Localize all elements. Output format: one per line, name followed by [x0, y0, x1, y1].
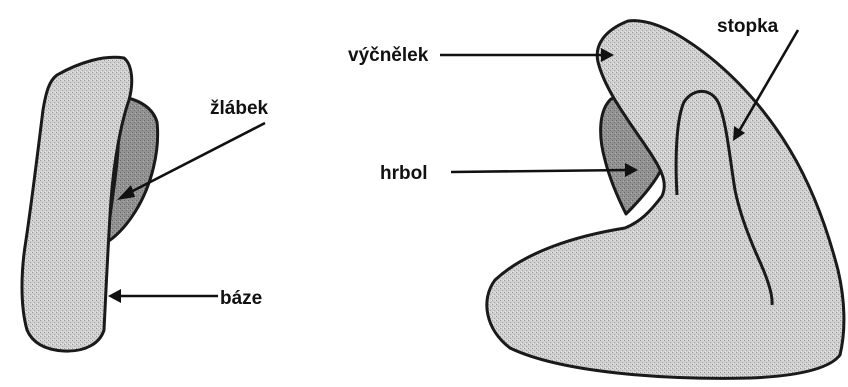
- right-figure: [487, 21, 844, 379]
- label-hrbol: hrbol: [380, 163, 428, 184]
- left-figure: [22, 57, 158, 351]
- label-baze: báze: [220, 288, 262, 309]
- label-vycnelek: výčnělek: [348, 45, 429, 66]
- vycnelek-light-body: [487, 21, 844, 379]
- arrow-baze: [108, 289, 218, 303]
- label-zlabek: žlábek: [210, 98, 269, 119]
- arrow-vycnelek: [440, 48, 614, 62]
- label-stopka: stopka: [717, 16, 779, 37]
